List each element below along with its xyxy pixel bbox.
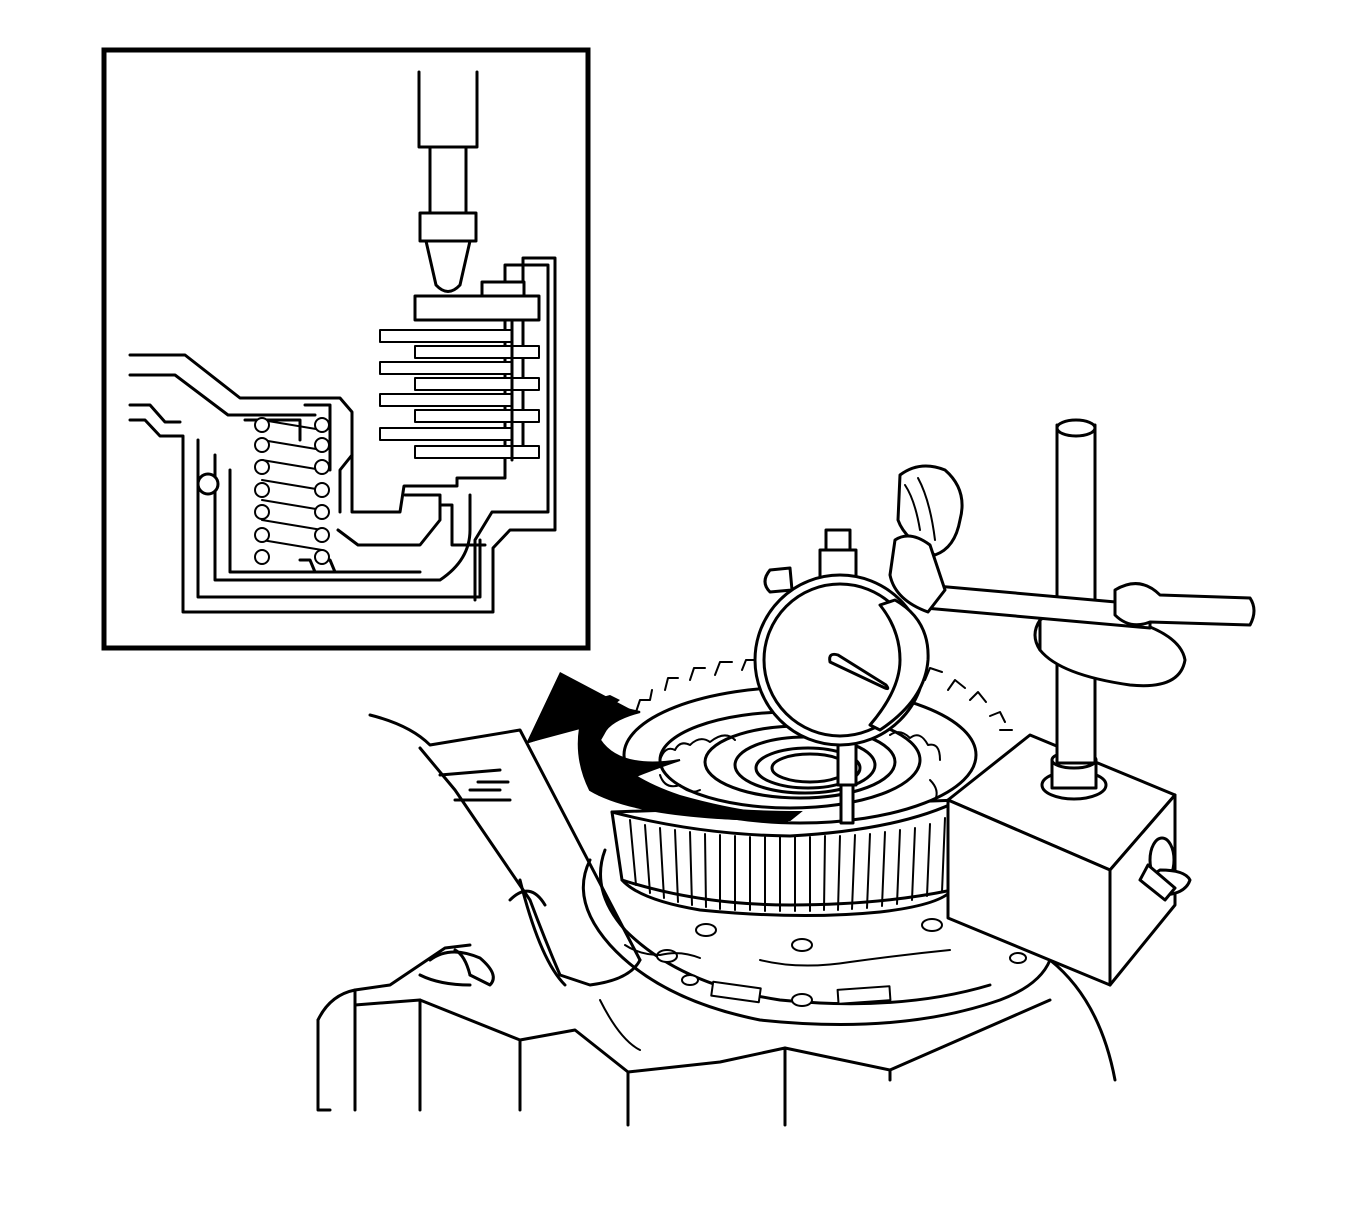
inset-indicator-probe	[417, 70, 479, 293]
rotation-arrow	[526, 672, 803, 822]
inset-detail-view	[101, 47, 591, 651]
magnetic-base-stand	[888, 418, 1256, 987]
inset-clutch-plates	[379, 280, 541, 462]
inset-return-springs	[254, 417, 330, 565]
dial-indicator	[753, 528, 930, 825]
inset-seal-ring	[196, 472, 220, 496]
hand	[368, 713, 642, 987]
inset-clutch-housing	[128, 256, 557, 614]
